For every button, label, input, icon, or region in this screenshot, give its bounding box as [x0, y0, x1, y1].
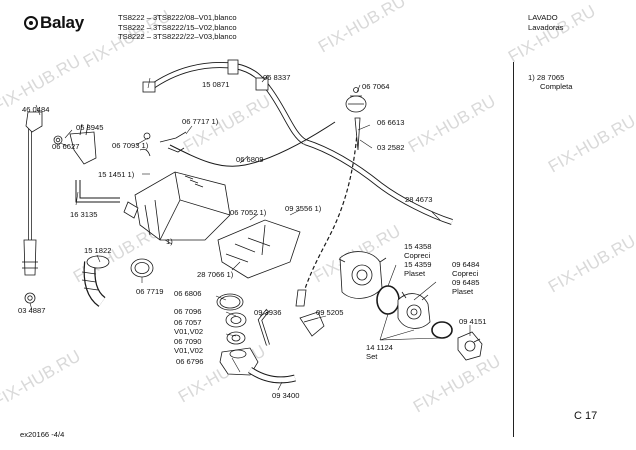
part-label: 15 0871: [202, 80, 230, 89]
part-label: 09 6484 Copreci 09 6485 Plaset: [452, 260, 479, 296]
part-number: 09 6484: [452, 260, 480, 269]
part-label: 03 4887: [18, 306, 46, 315]
part-number: 06 7057: [174, 318, 202, 327]
model-line: TS8222 – 3TS8222/15–V02,blanco: [118, 22, 237, 32]
part-label: 06 7090 V01,V02: [174, 337, 203, 355]
part-brand: Copreci: [452, 269, 479, 278]
model-list: TS8222 – 3TS8222/08–V01,blanco TS8222 – …: [118, 13, 237, 42]
part-label: 16 3135: [70, 210, 98, 219]
part-number: 06 7090: [174, 337, 202, 346]
brand-name: Balay: [40, 13, 84, 32]
side-note: 1) 28 7065 Completa: [528, 73, 573, 91]
side-note-ref: 1) 28 7065: [528, 73, 565, 82]
part-label: 28 7066 1): [197, 270, 234, 279]
part-brand: Copreci: [404, 251, 431, 260]
part-label: 14 1124 Set: [366, 343, 393, 361]
part-number: 15 4359: [404, 260, 432, 269]
part-label: 06 7052 1): [230, 208, 267, 217]
drain-pump: [219, 347, 259, 376]
page-code: C 17: [574, 410, 598, 422]
part-label: 06 6809: [236, 155, 264, 164]
part-label: 28 4673: [405, 195, 433, 204]
part-label: 15 1822: [84, 246, 112, 255]
pump-filter: [397, 293, 431, 329]
part-label: 09 4151: [459, 317, 487, 326]
part-label: 06 7057 V01,V02: [174, 318, 203, 336]
model-line: TS8222 – 3TS8222/22–V03,blanco: [118, 32, 237, 41]
part-variant: V01,V02: [174, 346, 204, 355]
part-number: 14 1124: [366, 343, 393, 352]
part-variant: V01,V02: [174, 327, 204, 336]
part-label: 05 8945: [76, 123, 104, 132]
part-number: 15 4358: [404, 242, 432, 251]
part-label: 09 5205: [316, 308, 344, 317]
part-label: 06 7096: [174, 307, 202, 316]
part-label: 06 6796: [176, 357, 204, 366]
side-note-text: Completa: [540, 82, 573, 91]
part-label: 06 7064: [362, 82, 390, 91]
category-subtitle: Lavadoras: [528, 22, 564, 32]
part-label: 15 4358 Copreci 15 4359 Plaset: [404, 242, 431, 278]
side-panel-divider: [513, 62, 514, 437]
part-label: 09 3936: [254, 308, 282, 317]
level-tube: [299, 117, 359, 306]
document-code: ex20166 -4/4: [20, 430, 65, 439]
part-label: 06 7717 1): [182, 117, 219, 126]
wire: [169, 121, 336, 167]
part-label: 06 6613: [377, 118, 405, 127]
brand-mark-icon: [24, 16, 38, 30]
part-label: 06 8337: [263, 73, 291, 82]
model-line: TS8222 – 3TS8222/08–V01,blanco: [118, 13, 237, 22]
part-brand: Plaset: [404, 269, 426, 278]
category-title: LAVADO: [528, 13, 558, 22]
brand-logo: Balay: [24, 13, 84, 33]
part-label: 06 6806: [174, 289, 202, 298]
part-label: 46 0484: [22, 105, 50, 114]
part-label: 03 2582: [377, 143, 405, 152]
category-block: LAVADO Lavadoras: [528, 13, 563, 32]
part-number: 09 6485: [452, 278, 480, 287]
part-set-note: Set: [366, 352, 378, 361]
part-brand: Plaset: [452, 287, 474, 296]
hose-clamp: [227, 59, 239, 75]
part-label: 09 3400: [272, 391, 300, 400]
hose-clamp: [255, 77, 269, 91]
part-label: 06 6627: [52, 142, 80, 151]
heater-housing: [339, 251, 383, 299]
part-label: 09 3556 1): [285, 204, 322, 213]
part-label: 06 7719: [136, 287, 164, 296]
part-label: 06 7093 1): [112, 141, 149, 150]
filter-cap: [457, 331, 483, 361]
detergent-dispenser: [134, 171, 231, 241]
part-label: 1): [166, 237, 173, 246]
part-label: 15 1451 1): [98, 170, 135, 179]
